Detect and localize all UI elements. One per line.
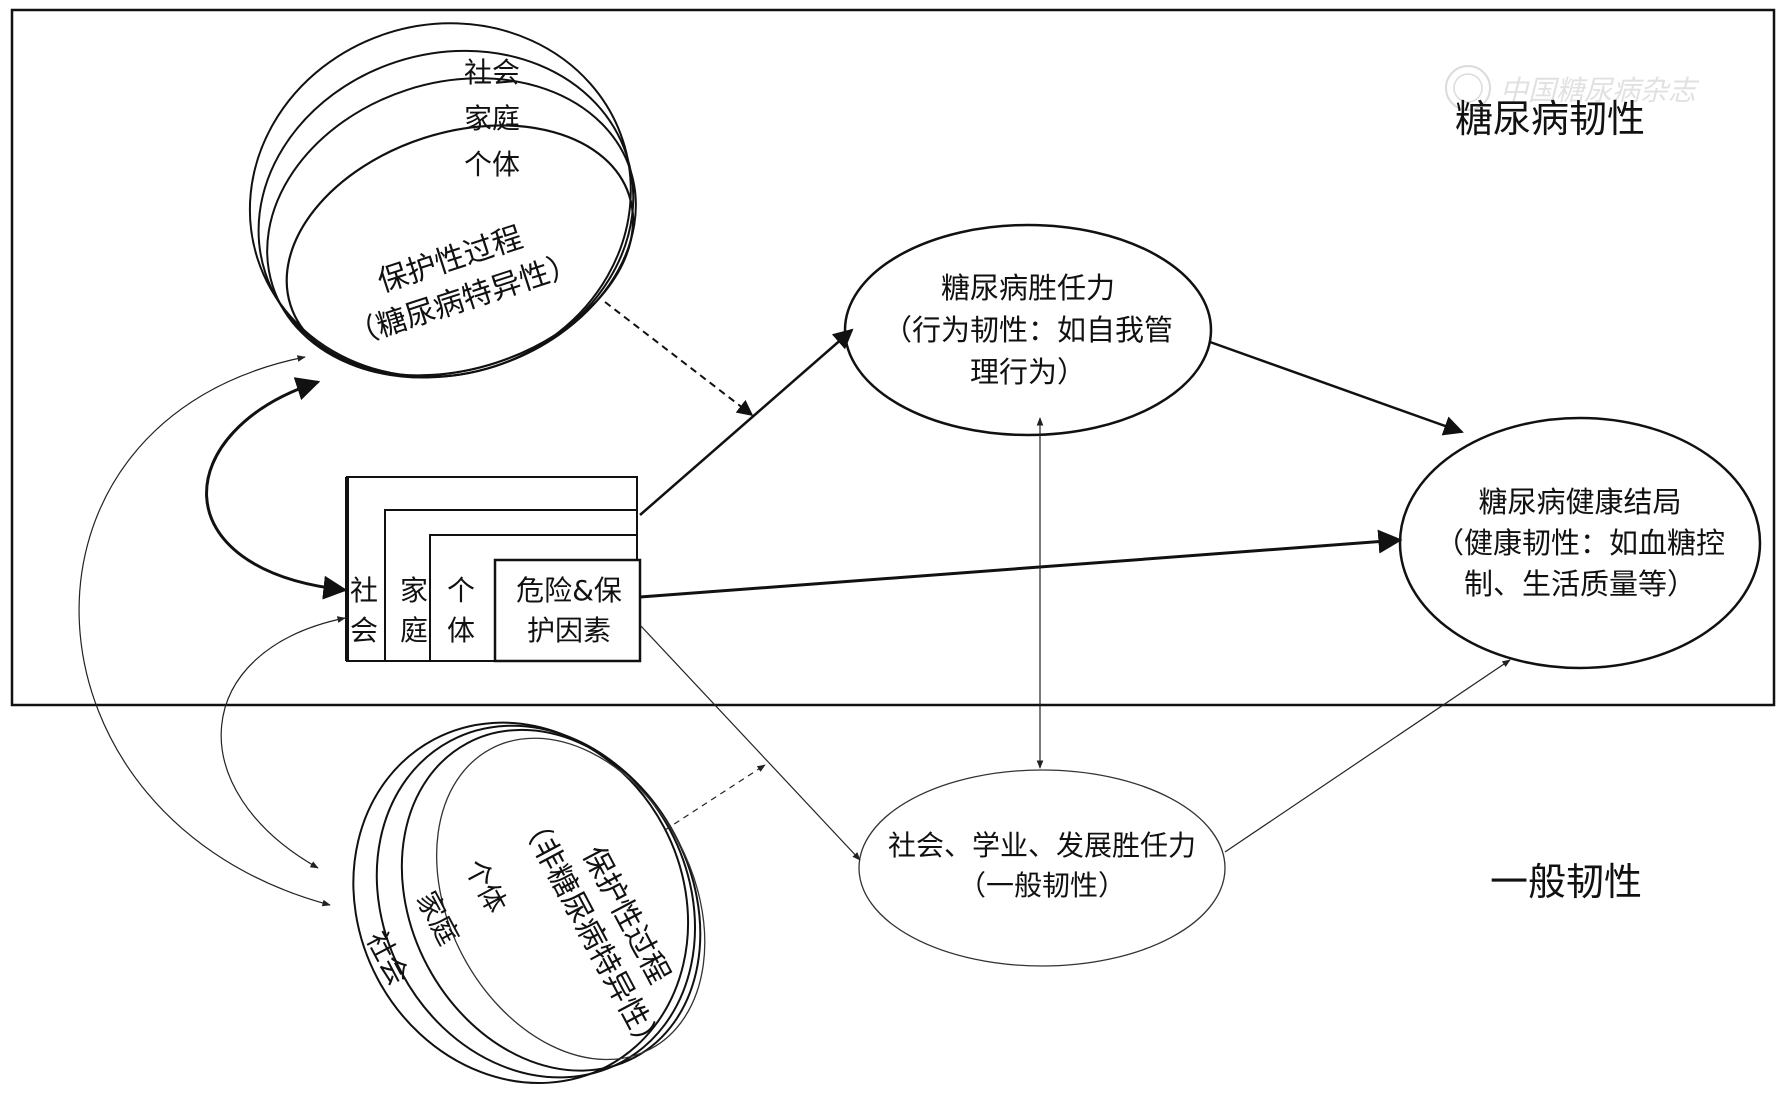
diabetes-resilience-region — [10, 8, 1776, 707]
factor-layer-individual-2: 体 — [447, 614, 475, 647]
competence-title: 糖尿病胜任力 — [941, 271, 1115, 305]
diabetes-resilience-label: 糖尿病韧性 — [1455, 97, 1645, 141]
general-competence: 社会、学业、发展胜任力 （一般韧性） — [858, 769, 1226, 967]
factor-core-line1: 危险&保 — [516, 574, 622, 607]
outcome-line3: 制、生活质量等） — [1464, 567, 1696, 601]
connectors — [78, 301, 1511, 907]
diabetes-competence: 糖尿病胜任力 （行为韧性：如自我管 理行为） — [843, 223, 1213, 437]
factor-layer-society-1: 社 — [350, 574, 378, 607]
factor-layer-family-2: 庭 — [400, 614, 428, 647]
arrow-nonspecific-to-factors — [220, 616, 346, 869]
watermark-text: 中国糖尿病杂志 — [1500, 74, 1700, 107]
factor-layer-individual-1: 个 — [447, 574, 475, 607]
arrow-general-competence-to-outcome — [1224, 659, 1511, 853]
arrow-factors-to-competence — [639, 328, 854, 516]
factor-core-line2: 护因素 — [527, 614, 611, 647]
competence-line3: 理行为） — [970, 355, 1086, 389]
protective-process-nonspecific: 社会 家庭 个体 保护性过程 （非糖尿病特异性） — [352, 721, 706, 1084]
arrow-nonspecific-process-dashed — [664, 764, 766, 831]
factor-layer-society-2: 会 — [350, 614, 378, 647]
arrow-specific-process-dashed — [604, 301, 754, 416]
general-competence-subtitle: （一般韧性） — [958, 869, 1126, 902]
nonspecific-layer-family: 家庭 — [410, 886, 465, 951]
watermark-logo: 中国糖尿病杂志 — [1445, 65, 1700, 111]
arrow-factors-to-outcome — [639, 529, 1403, 599]
specific-layer-family: 家庭 — [464, 102, 520, 135]
arrow-factors-to-general-competence — [639, 624, 861, 861]
diabetes-health-outcome: 糖尿病健康结局 （健康韧性：如血糖控 制、生活质量等） — [1398, 416, 1762, 670]
arrow-nonspecific-to-specific-process — [78, 355, 331, 907]
outcome-title: 糖尿病健康结局 — [1478, 485, 1681, 519]
specific-layer-society: 社会 — [464, 56, 520, 89]
nonspecific-layer-individual: 个体 — [458, 854, 513, 919]
arrow-specific-process-to-factors — [205, 377, 348, 600]
outcome-line2: （健康韧性：如血糖控 — [1435, 526, 1725, 560]
competence-line2: （行为韧性：如自我管 — [883, 313, 1173, 347]
protective-process-specific: 社会 家庭 个体 保护性过程 （糖尿病特异性） — [248, 22, 637, 379]
general-resilience-label: 一般韧性 — [1490, 860, 1642, 904]
general-competence-title: 社会、学业、发展胜任力 — [888, 829, 1196, 862]
arrow-competence-to-outcome — [1209, 340, 1464, 436]
risk-protective-factors: 社 会 家 庭 个 体 危险&保 护因素 — [345, 476, 642, 663]
factor-layer-family-1: 家 — [400, 574, 428, 607]
specific-layer-individual: 个体 — [464, 148, 520, 181]
